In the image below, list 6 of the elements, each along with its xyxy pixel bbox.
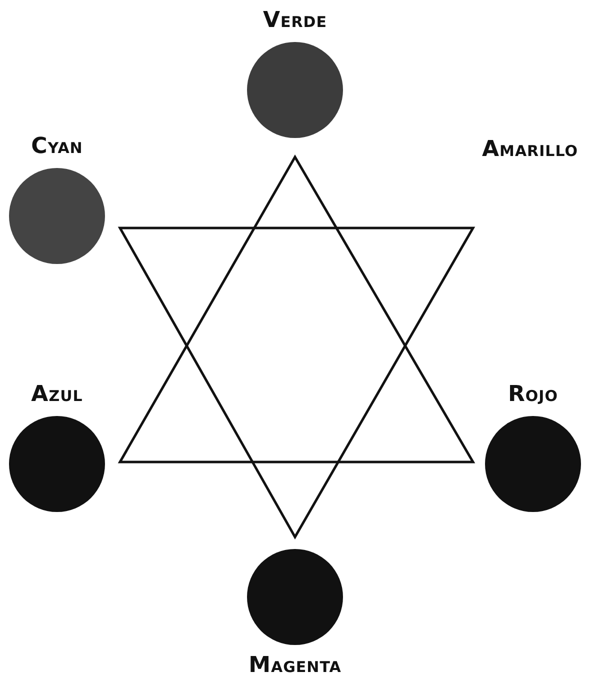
color-name: Rojo bbox=[508, 382, 558, 408]
color-name: Verde bbox=[262, 8, 328, 34]
color-name: Magenta bbox=[248, 653, 342, 679]
color-name: Azul bbox=[31, 382, 83, 408]
color-name: Amarillo bbox=[480, 137, 580, 163]
color-name: Cyan bbox=[31, 134, 83, 160]
